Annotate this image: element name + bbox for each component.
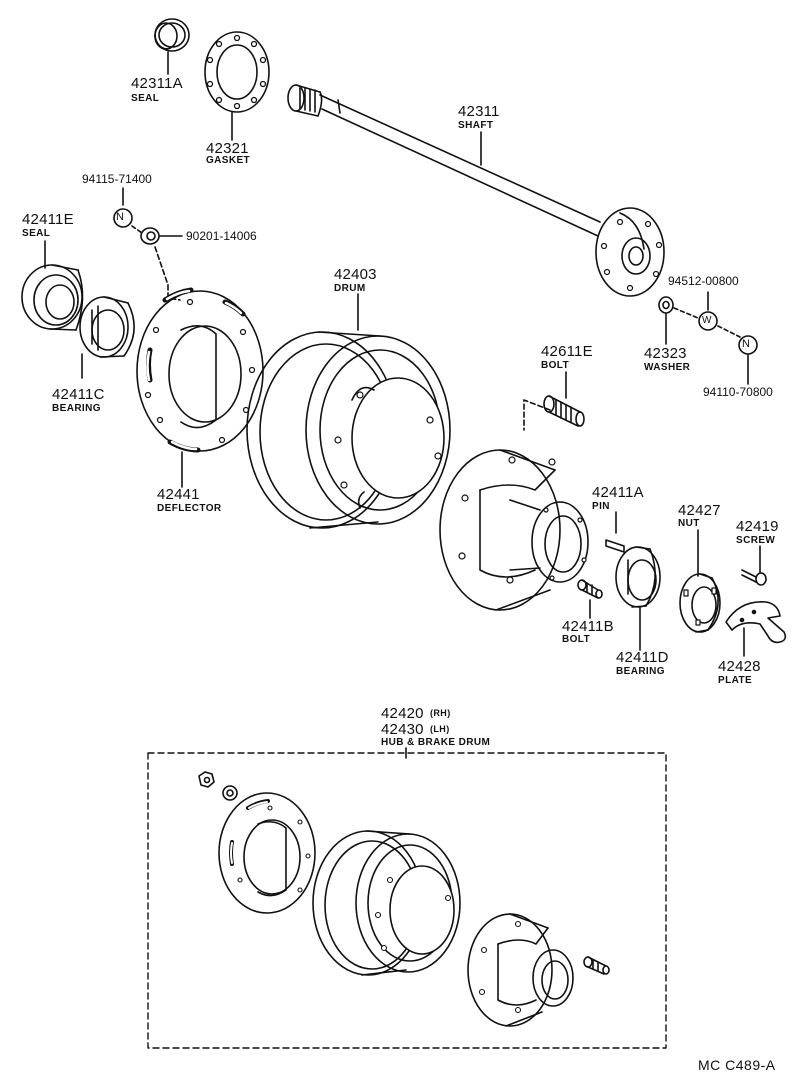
nut-symbol-letter-2: N	[742, 338, 750, 350]
part-name-bearing-42411d: BEARING	[616, 666, 665, 677]
part-name-plate: PLATE	[718, 675, 753, 686]
shaft-42311-part	[287, 84, 665, 297]
part-name-pin: PIN	[592, 501, 610, 512]
nut-42427-part	[679, 573, 721, 633]
part-number-42441: 42441	[157, 486, 200, 503]
part-name-deflector: DEFLECTOR	[157, 503, 222, 514]
assembly-nut-part	[198, 771, 215, 788]
gasket-42321-part	[204, 31, 270, 113]
part-number-42411a: 42411A	[592, 484, 644, 501]
part-number-90201-14006: 90201-14006	[186, 229, 257, 243]
part-name-bolt-42611e: BOLT	[541, 360, 570, 371]
part-number-42321: 42321	[206, 140, 249, 157]
part-number-94512-00800: 94512-00800	[668, 274, 739, 288]
part-number-42427: 42427	[678, 502, 721, 519]
part-name-washer: WASHER	[644, 362, 691, 373]
nut-94110-symbol	[738, 335, 758, 355]
bolt-42611e-part	[543, 395, 585, 427]
part-name-drum: DRUM	[334, 283, 366, 294]
part-number-42419: 42419	[736, 518, 779, 535]
part-number-94110-70800: 94110-70800	[703, 385, 773, 399]
part-name-gasket: GASKET	[206, 155, 251, 166]
part-number-42323: 42323	[644, 345, 687, 362]
dash-94512	[717, 325, 741, 338]
part-number-42411d: 42411D	[616, 649, 669, 666]
washer-symbol-letter: W	[702, 315, 712, 326]
part-name-seal-42411e: SEAL	[22, 228, 51, 239]
assembly-washer-part	[222, 785, 238, 801]
assembly-deflector-part	[218, 792, 316, 914]
part-name-screw: SCREW	[736, 535, 776, 546]
bearing-42411c-part	[79, 296, 135, 358]
part-name-nut: NUT	[678, 518, 700, 529]
part-name-bolt-42411b: BOLT	[562, 634, 591, 645]
part-number-42311a: 42311A	[131, 75, 183, 92]
part-number-42611e: 42611E	[541, 343, 593, 360]
assembly-suffix-rh: (RH)	[430, 708, 451, 718]
part-number-42428: 42428	[718, 658, 761, 675]
dash-90201	[154, 246, 181, 301]
pin-42411a-part	[605, 539, 625, 553]
seal-42411e-part	[21, 264, 84, 331]
diagram-code: MC C489-A	[698, 1057, 776, 1073]
part-number-42411b: 42411B	[562, 618, 614, 635]
assembly-hub-part	[467, 913, 574, 1027]
part-name-bearing-42411c: BEARING	[52, 403, 101, 414]
washer-90201-part	[140, 227, 160, 245]
part-number-42411c: 42411C	[52, 386, 105, 403]
part-number-42403: 42403	[334, 266, 377, 283]
part-number-94115-71400: 94115-71400	[82, 172, 152, 186]
assembly-bolt-part	[583, 956, 610, 975]
dash-42323	[673, 307, 699, 319]
washer-94512-symbol	[698, 311, 718, 331]
washer-42323-part	[658, 296, 674, 314]
assembly-outline	[147, 752, 667, 1049]
nut-symbol-letter: N	[116, 211, 124, 223]
assembly-drum-part	[312, 830, 461, 976]
hub-part	[439, 449, 589, 611]
seal-42311a-part	[154, 18, 190, 52]
dash-94115	[131, 225, 143, 234]
bolt-42411b-part	[577, 579, 603, 599]
assembly-number-rh: 42420	[381, 705, 424, 722]
assembly-number-lh: 42430	[381, 721, 424, 738]
screw-42419-part	[741, 569, 767, 586]
part-number-42411e: 42411E	[22, 211, 74, 228]
bearing-42411d-part	[615, 546, 661, 608]
assembly-name: HUB & BRAKE DRUM	[381, 737, 491, 748]
deflector-42441-part	[136, 287, 264, 453]
dash-42611e	[523, 399, 551, 431]
drum-42403-part	[246, 331, 451, 529]
part-name-seal-42311a: SEAL	[131, 93, 160, 104]
part-name-shaft: SHAFT	[458, 120, 494, 131]
plate-42428-part	[725, 601, 787, 644]
part-number-42311: 42311	[458, 103, 500, 120]
nut-94115-symbol	[113, 208, 133, 228]
assembly-suffix-lh: (LH)	[430, 724, 450, 734]
